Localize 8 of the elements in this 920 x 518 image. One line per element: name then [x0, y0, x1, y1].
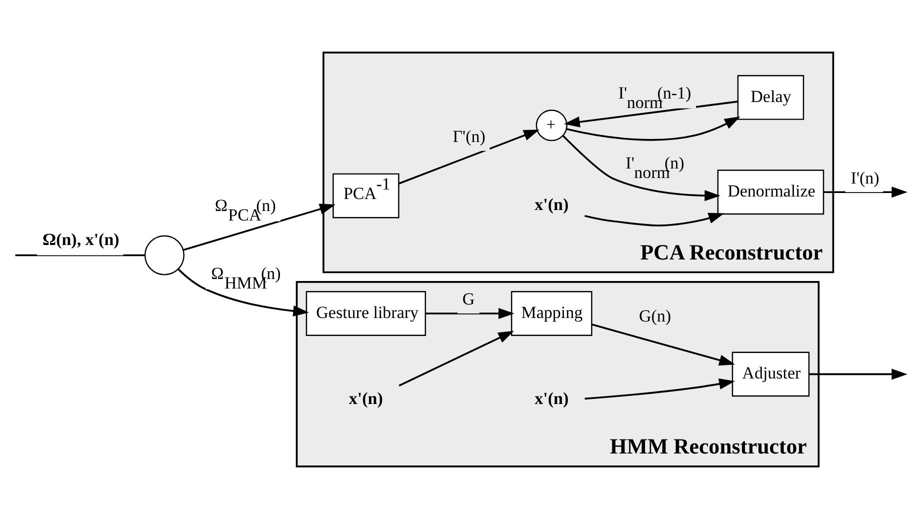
edge-label: G — [462, 289, 475, 308]
edge-label: I'(n) — [850, 168, 880, 187]
edge-label: Ω(n), x'(n) — [42, 230, 120, 249]
node-text: x'(n) — [534, 388, 569, 408]
edge-label: Γ'(n) — [452, 126, 486, 146]
node-text: x'(n) — [534, 194, 569, 214]
node-text: x'(n) — [348, 388, 383, 408]
edge-label: G(n) — [639, 306, 672, 326]
